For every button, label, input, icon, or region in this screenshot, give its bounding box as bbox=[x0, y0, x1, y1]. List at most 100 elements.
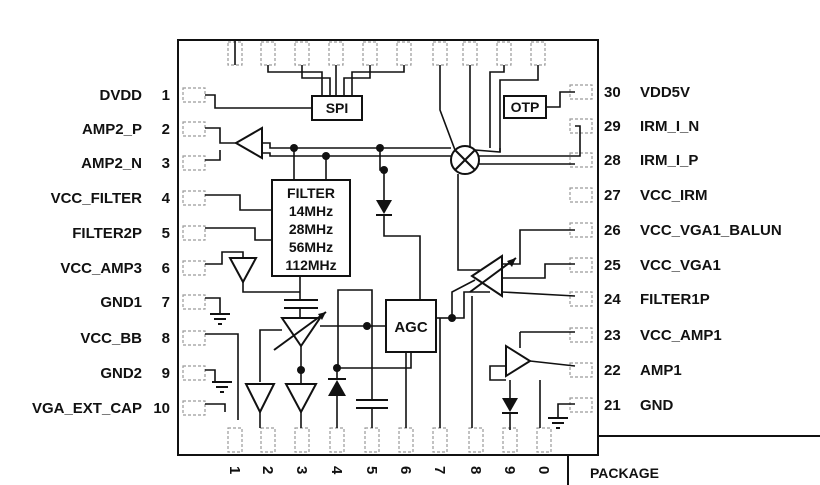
left-pin-name: AMP2_P bbox=[82, 121, 142, 138]
right-pin-name: VCC_VGA1 bbox=[640, 257, 721, 274]
right-pin-pad bbox=[569, 327, 593, 343]
right-pin-pad bbox=[569, 397, 593, 413]
left-pin-pad bbox=[182, 260, 206, 276]
bottom-pin-pad bbox=[536, 427, 552, 453]
right-pin-name: VCC_VGA1_BALUN bbox=[640, 222, 782, 239]
left-pin-pad bbox=[182, 87, 206, 103]
package-label: PACKAGE bbox=[590, 465, 659, 481]
right-pin-name: FILTER1P bbox=[640, 291, 710, 308]
right-pin-number: 21 bbox=[604, 397, 621, 414]
top-pin-pad bbox=[462, 41, 478, 66]
bottom-pin-pad bbox=[502, 427, 518, 453]
bottom-pin-number: 0 bbox=[535, 466, 552, 474]
right-pin-pad bbox=[569, 362, 593, 378]
left-pin-name: GND2 bbox=[100, 365, 142, 382]
diode-symbol bbox=[328, 368, 346, 428]
right-pin-number: 23 bbox=[604, 327, 621, 344]
right-pin-number: 25 bbox=[604, 257, 621, 274]
bottom-pin-number: 9 bbox=[501, 466, 518, 474]
left-pin-pad bbox=[182, 365, 206, 381]
ground-symbol bbox=[548, 403, 575, 429]
left-pin-number: 1 bbox=[162, 87, 170, 104]
right-pin-name: IRM_I_N bbox=[640, 118, 699, 135]
left-pin-number: 8 bbox=[162, 330, 170, 347]
bottom-pin-number: 7 bbox=[431, 466, 448, 474]
left-pin-name: GND1 bbox=[100, 294, 142, 311]
right-pin-name: VCC_AMP1 bbox=[640, 327, 722, 344]
bottom-pin-pad bbox=[398, 427, 414, 453]
bottom-pin-number: 8 bbox=[467, 466, 484, 474]
right-pin-number: 22 bbox=[604, 362, 621, 379]
amp3-triangle bbox=[205, 251, 300, 293]
right-pin-pad bbox=[569, 187, 593, 203]
left-pin-number: 5 bbox=[162, 225, 170, 242]
amp1-triangle bbox=[489, 331, 576, 381]
bottom-pin-pad bbox=[468, 427, 484, 453]
left-pin-name: AMP2_N bbox=[81, 155, 142, 172]
ground-symbol bbox=[205, 369, 232, 393]
right-pin-number: 30 bbox=[604, 84, 621, 101]
top-pin-pad bbox=[362, 41, 378, 66]
filter-block: FILTER 14MHz 28MHz 56MHz 112MHz bbox=[205, 179, 351, 277]
left-pin-number: 6 bbox=[162, 260, 170, 277]
junction-dot bbox=[297, 366, 305, 374]
buffer-triangle bbox=[284, 346, 318, 428]
bottom-pin-pad bbox=[227, 427, 243, 453]
svg-text:14MHz: 14MHz bbox=[289, 203, 333, 219]
bottom-pin-pad bbox=[364, 427, 380, 453]
right-pin-name: GND bbox=[640, 397, 674, 414]
bottom-pin-number: 5 bbox=[363, 466, 380, 474]
left-pin-number: 10 bbox=[153, 400, 170, 417]
right-pin-pad bbox=[569, 257, 593, 273]
chip-outline bbox=[177, 39, 599, 456]
left-pin-number: 2 bbox=[162, 121, 170, 138]
svg-text:28MHz: 28MHz bbox=[289, 221, 333, 237]
top-pin-pad bbox=[396, 41, 412, 66]
left-pin-number: 9 bbox=[162, 365, 170, 382]
left-pin-name: VCC_AMP3 bbox=[60, 260, 142, 277]
left-pin-pad bbox=[182, 190, 206, 206]
svg-text:56MHz: 56MHz bbox=[289, 239, 333, 255]
left-pin-name: VCC_BB bbox=[80, 330, 142, 347]
capacitor-symbol bbox=[356, 300, 388, 428]
amp2-triangle bbox=[205, 126, 451, 161]
left-pin-number: 4 bbox=[162, 190, 171, 207]
spi-block: SPI bbox=[205, 40, 405, 121]
right-pin-number: 26 bbox=[604, 222, 621, 239]
capacitor-symbol bbox=[284, 276, 318, 318]
top-pin-pad bbox=[530, 41, 546, 66]
ground-symbol bbox=[205, 297, 230, 325]
left-pin-pad bbox=[182, 294, 206, 310]
right-pin-number: 28 bbox=[604, 152, 621, 169]
bottom-pin-number: 2 bbox=[259, 466, 276, 474]
right-pin-name: VDD5V bbox=[640, 84, 690, 101]
right-pin-pad bbox=[569, 152, 593, 168]
bottom-pin-number: 4 bbox=[328, 466, 345, 475]
otp-block: OTP bbox=[469, 65, 575, 152]
diode-symbol bbox=[376, 170, 421, 300]
left-pin-pad bbox=[182, 330, 206, 346]
top-pin-pad bbox=[294, 41, 310, 66]
vga1-triangle bbox=[469, 229, 576, 298]
bottom-pin-pad bbox=[432, 427, 448, 453]
mixer-symbol bbox=[439, 65, 581, 271]
agc-block: AGC bbox=[337, 289, 452, 369]
bottom-pin-number: 1 bbox=[226, 466, 243, 474]
svg-text:SPI: SPI bbox=[326, 100, 349, 116]
left-pin-pad bbox=[182, 155, 206, 171]
svg-text:AGC: AGC bbox=[394, 319, 428, 336]
right-pin-pad bbox=[569, 118, 593, 134]
left-pin-name: VCC_FILTER bbox=[51, 190, 143, 207]
pin-pads bbox=[182, 41, 593, 453]
bottom-pin-number: 3 bbox=[293, 466, 310, 474]
right-pin-number: 24 bbox=[604, 291, 621, 308]
svg-text:FILTER: FILTER bbox=[287, 185, 335, 201]
junction-dot bbox=[363, 322, 371, 330]
left-pin-name: VGA_EXT_CAP bbox=[32, 400, 142, 417]
svg-text:112MHz: 112MHz bbox=[285, 257, 336, 273]
left-pin-number: 3 bbox=[162, 155, 170, 172]
